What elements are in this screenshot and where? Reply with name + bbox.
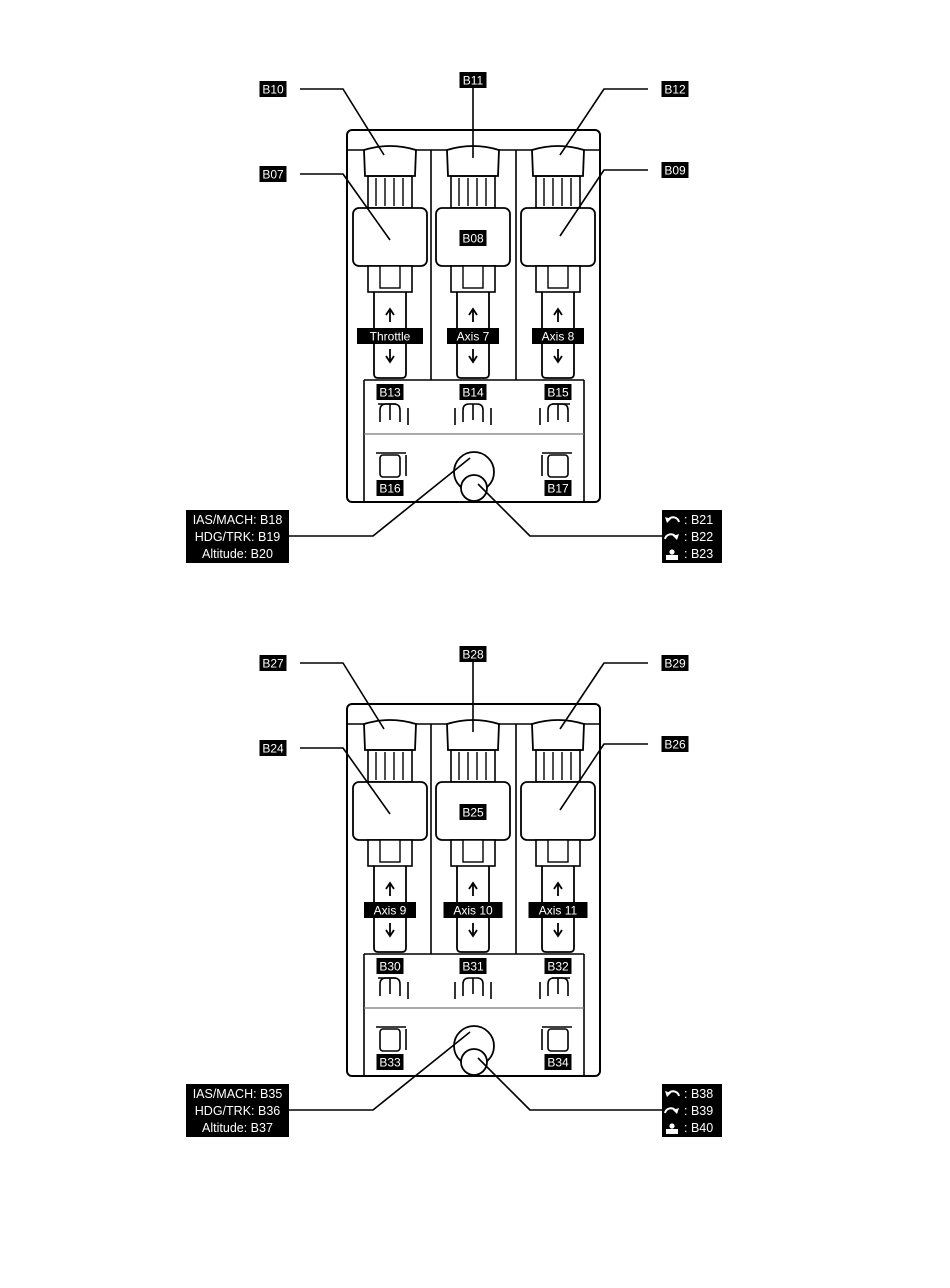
right-lever-label-text: B26	[664, 738, 686, 752]
right-cap-label-text: B29	[664, 657, 686, 671]
axis-right-label: Axis 11	[529, 902, 588, 918]
center-cap-label-text: B28	[462, 648, 484, 662]
lever-stem-inner	[463, 266, 483, 288]
lever-cap	[532, 720, 584, 750]
button-body	[548, 455, 568, 477]
switch-top-label-1: B30	[377, 958, 404, 974]
lever-handle	[353, 782, 427, 840]
switch-top-label-1: B13	[377, 384, 404, 400]
lever-stem-inner	[463, 840, 483, 862]
knob-action-line-2: : B39	[684, 1104, 713, 1118]
lever-cap	[532, 146, 584, 176]
lever-cap	[364, 146, 416, 176]
lever-handle	[521, 208, 595, 266]
center-lever-label-text: B25	[462, 806, 484, 820]
switch-top-label-2-text: B14	[462, 386, 484, 400]
switch-top-label-1-text: B30	[379, 960, 401, 974]
left-cap-label: B27	[260, 655, 287, 671]
right-lever-label-text: B09	[664, 164, 686, 178]
right-lever-label: B26	[662, 736, 689, 752]
switch-top-label-2: B31	[460, 958, 487, 974]
axis-center-label-text: Axis 7	[457, 330, 490, 344]
switch-bottom-label-1: B16	[377, 480, 404, 496]
switch-top-label-3-text: B15	[547, 386, 569, 400]
right-cap-label: B29	[662, 655, 689, 671]
switch-top-label-2-text: B31	[462, 960, 484, 974]
switch-bottom-label-1-text: B16	[379, 482, 401, 496]
left-lever-label: B24	[260, 740, 287, 756]
switch-bottom-label-2: B34	[545, 1054, 572, 1070]
throttle-axis-label: Axis 9	[364, 902, 416, 918]
quadrant-panel-2: Axis 9 Axis 10 Axis 11 B27 B28B29B24 B26B25B3…	[186, 646, 722, 1137]
switch-top-label-3: B32	[545, 958, 572, 974]
center-cap-label: B11	[460, 72, 487, 88]
left-cap-label: B10	[260, 81, 287, 97]
lever-stem-inner	[380, 266, 400, 288]
button-body	[380, 1029, 400, 1051]
knob-function-line-1: IAS/MACH: B18	[193, 513, 283, 527]
button-body	[548, 1029, 568, 1051]
knob-action-line-3: : B40	[684, 1121, 713, 1135]
switch-bottom-label-1: B33	[377, 1054, 404, 1070]
knob-action-line-3: : B23	[684, 547, 713, 561]
lever-stem-inner	[380, 840, 400, 862]
center-lever-label: B08	[460, 230, 487, 246]
axis-right-label-text: Axis 11	[539, 904, 578, 918]
lever-handle	[353, 208, 427, 266]
switch-bottom-label-1-text: B33	[379, 1056, 401, 1070]
knob-function-labels: IAS/MACH: B18HDG/TRK: B19Altitude: B20	[186, 510, 289, 563]
left-lever-label-text: B07	[262, 168, 284, 182]
axis-right-label: Axis 8	[532, 328, 584, 344]
center-cap-label: B28	[460, 646, 487, 662]
button-body	[380, 455, 400, 477]
throttle-axis-label: Throttle	[357, 328, 423, 344]
knob-action-line-1: : B21	[684, 513, 713, 527]
axis-center-label: Axis 7	[447, 328, 499, 344]
left-lever-label-text: B24	[262, 742, 284, 756]
push-base	[666, 1129, 678, 1134]
push-base	[666, 555, 678, 560]
throttle-axis-label-text: Axis 9	[374, 904, 407, 918]
switch-top-label-3: B15	[545, 384, 572, 400]
lever-handle	[521, 782, 595, 840]
switch-top-label-3-text: B32	[547, 960, 569, 974]
knob-action-line-1: : B38	[684, 1087, 713, 1101]
knob-action-labels: : B21 : B22 : B23	[662, 510, 722, 563]
push-dot	[669, 549, 674, 554]
lever-cap	[364, 720, 416, 750]
right-cap-label-text: B12	[664, 83, 686, 97]
left-lever-label: B07	[260, 166, 287, 182]
axis-center-label-text: Axis 10	[453, 904, 493, 918]
right-lever-label: B09	[662, 162, 689, 178]
axis-right-label-text: Axis 8	[542, 330, 575, 344]
switch-top-label-2: B14	[460, 384, 487, 400]
lever-stem-inner	[548, 840, 568, 862]
center-lever-label: B25	[460, 804, 487, 820]
switch-bottom-label-2-text: B34	[547, 1056, 569, 1070]
throttle-axis-label-text: Throttle	[370, 330, 411, 344]
left-cap-label-text: B27	[262, 657, 284, 671]
knob-function-line-1: IAS/MACH: B35	[193, 1087, 283, 1101]
switch-bottom-label-2-text: B17	[547, 482, 569, 496]
knob-action-line-2: : B22	[684, 530, 713, 544]
left-cap-label-text: B10	[262, 83, 284, 97]
knob-function-line-3: Altitude: B37	[202, 1121, 273, 1135]
knob-action-labels: : B38 : B39 : B40	[662, 1084, 722, 1137]
switch-bottom-label-2: B17	[545, 480, 572, 496]
knob-function-line-3: Altitude: B20	[202, 547, 273, 561]
knob-function-line-2: HDG/TRK: B19	[195, 530, 280, 544]
lever-stem-inner	[548, 266, 568, 288]
axis-center-label: Axis 10	[444, 902, 503, 918]
push-dot	[669, 1123, 674, 1128]
switch-top-label-1-text: B13	[379, 386, 401, 400]
center-lever-label-text: B08	[462, 232, 484, 246]
center-cap-label-text: B11	[463, 74, 484, 88]
knob-function-line-2: HDG/TRK: B36	[195, 1104, 280, 1118]
right-cap-label: B12	[662, 81, 689, 97]
